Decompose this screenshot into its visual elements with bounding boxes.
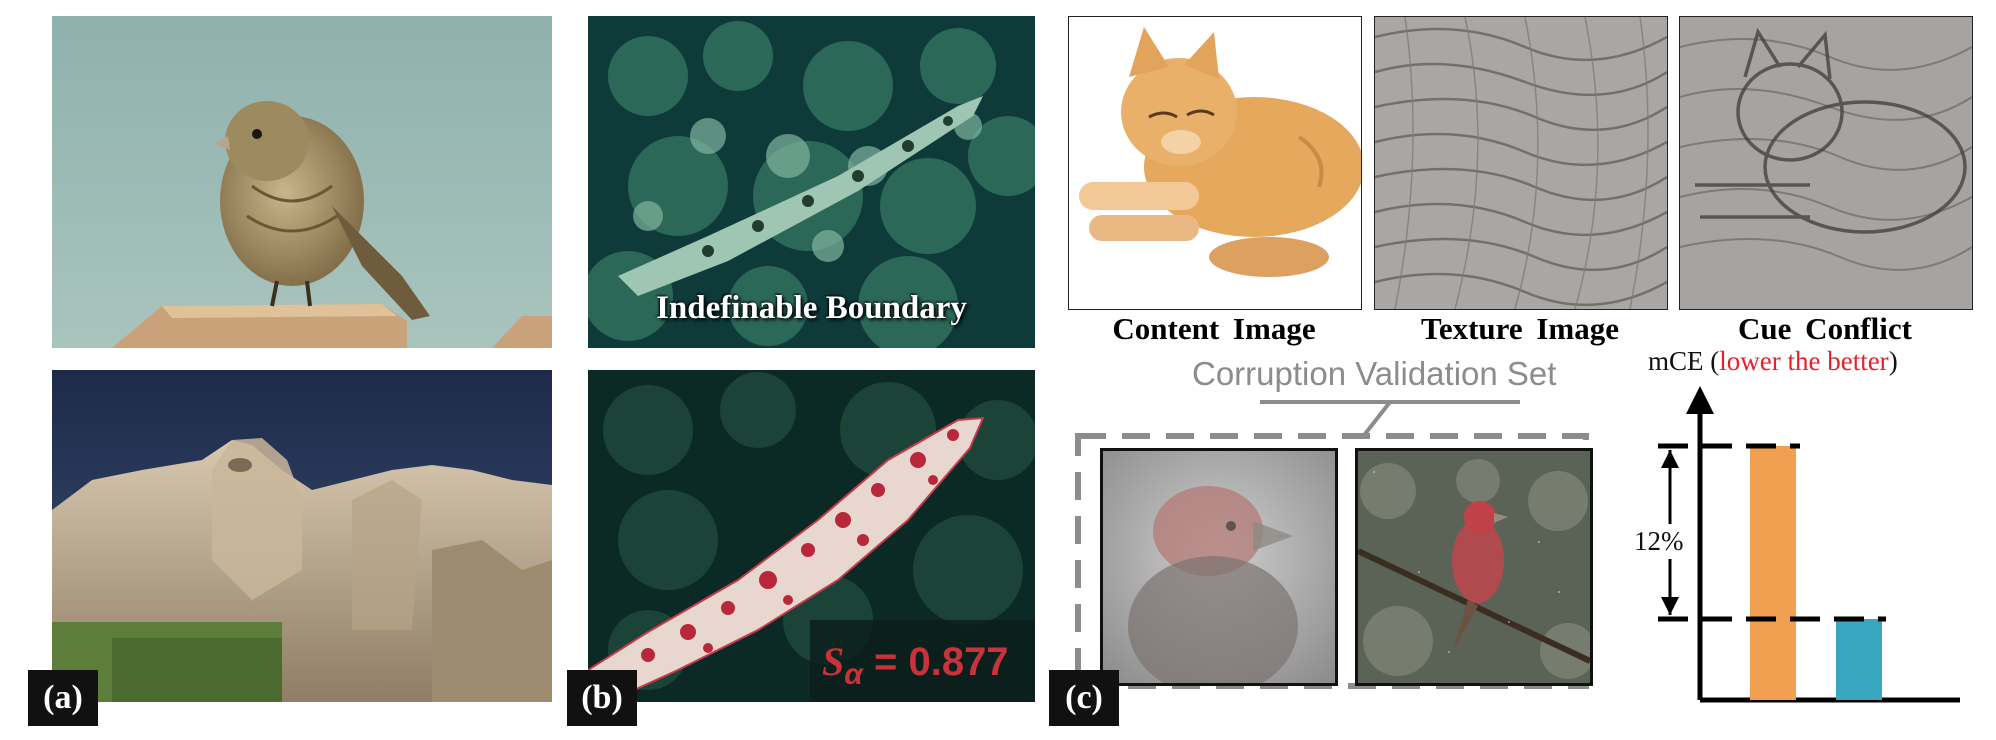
mce-chart	[1658, 386, 1960, 703]
score-value: = 0.877	[873, 640, 1009, 684]
chart-title-prefix: mCE (	[1648, 346, 1720, 376]
texture-image-caption: Texture Image	[1420, 311, 1619, 346]
fish-mask-photo	[588, 370, 1035, 702]
texture-image	[1374, 16, 1668, 310]
content-image	[1068, 16, 1362, 310]
panel-a-label: (a)	[28, 670, 98, 726]
gap-arrow-down-head	[1661, 597, 1679, 615]
score-symbol: S	[822, 639, 845, 684]
panel-c-label: (c)	[1049, 670, 1119, 726]
chart-title: mCE (lower the better)	[1648, 346, 1898, 377]
s-alpha-score: Sα = 0.877	[822, 638, 1009, 692]
camouflaged-fish-photo	[588, 16, 1035, 348]
bird-photo	[52, 16, 552, 348]
cue-conflict-caption: Cue Conflict	[1738, 311, 1912, 346]
gap-label: 12%	[1634, 524, 1684, 559]
cue-conflict-image	[1679, 16, 1973, 310]
bar-1	[1750, 446, 1796, 700]
indefinable-boundary-text: Indefinable Boundary	[656, 290, 967, 326]
corruption-set-title: Corruption Validation Set	[1192, 355, 1557, 392]
gap-arrow-up-head	[1661, 450, 1679, 468]
y-axis-arrow	[1686, 386, 1714, 414]
blurred-bird-image	[1100, 448, 1338, 686]
score-subscript: α	[844, 658, 863, 691]
noisy-bird-image	[1355, 448, 1593, 686]
chart-title-suffix: )	[1888, 346, 1898, 376]
chart-title-highlight: lower the better	[1719, 346, 1889, 376]
mountain-bird-photo	[52, 370, 552, 702]
content-image-caption: Content Image	[1112, 311, 1316, 346]
bar-2	[1836, 619, 1882, 700]
panel-b-label: (b)	[567, 670, 637, 726]
